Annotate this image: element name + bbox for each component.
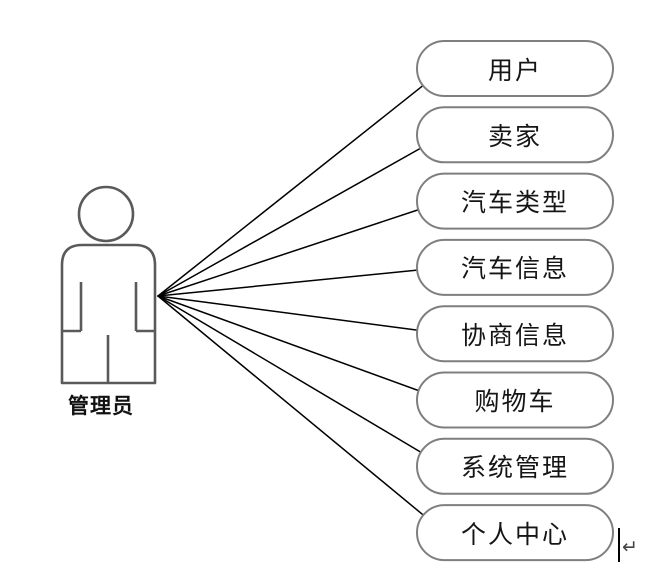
association-line-usecase-personal-center[interactable] [157,295,425,516]
association-line-usecase-negotiation-info[interactable] [157,295,418,331]
paragraph-mark-icon: ↵ [622,536,638,558]
usecase-shopping-cart-shape[interactable] [416,371,614,429]
usecase-system-management-shape[interactable] [416,437,614,495]
usecase-personal-center-shape[interactable] [416,504,614,562]
text-caret [618,528,620,562]
association-line-usecase-seller[interactable] [157,147,422,297]
usecase-negotiation-info-shape[interactable] [416,305,614,363]
association-line-usecase-system-management[interactable] [157,295,422,453]
association-line-usecase-user[interactable] [157,84,424,297]
actor-head-icon [77,185,135,243]
usecase-user-shape[interactable] [416,40,614,97]
usecase-car-type-shape[interactable] [416,172,614,230]
association-line-usecase-car-type[interactable] [157,209,420,297]
usecase-seller-shape[interactable] [416,106,614,164]
actor-body-icon [60,243,157,385]
association-line-usecase-shopping-cart[interactable] [157,295,420,392]
usecase-shapes [416,40,614,562]
usecase-car-info-shape[interactable] [416,238,614,296]
actor-figure[interactable] [60,185,157,385]
actor-label: 管理员 [68,395,134,418]
association-line-usecase-car-info[interactable] [157,269,418,297]
association-connectors [157,84,425,516]
